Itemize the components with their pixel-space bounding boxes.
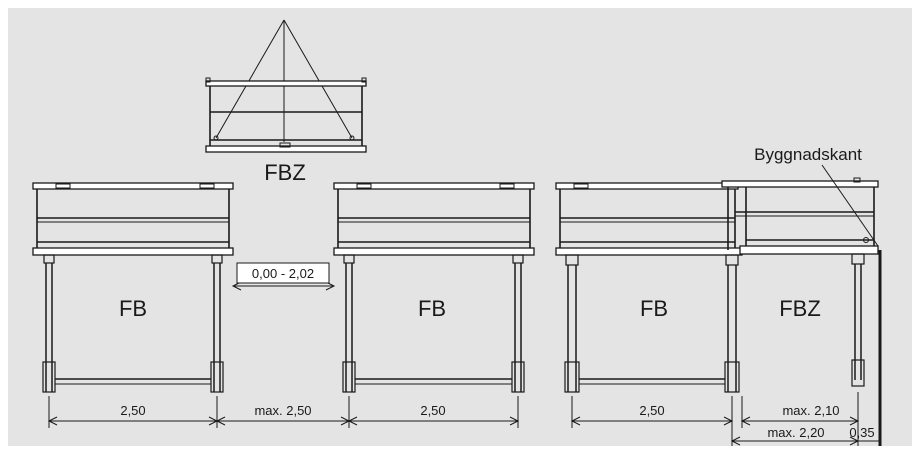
dim-width-left: 2,50 bbox=[120, 403, 145, 418]
dim-edge-offset: 0,35 bbox=[849, 425, 874, 440]
background-panel bbox=[8, 8, 912, 446]
fb-middle-label: FB bbox=[418, 296, 446, 321]
fb-module-middle bbox=[333, 182, 535, 393]
fbz-right-label: FBZ bbox=[779, 296, 821, 321]
building-edge-leader bbox=[821, 164, 879, 247]
fb-middle-deck bbox=[333, 247, 535, 256]
fb-left-top-rail bbox=[32, 182, 234, 190]
top-rail bbox=[205, 80, 367, 87]
dim-max-fbz: max. 2,10 bbox=[782, 403, 839, 418]
gap-range-dimension bbox=[231, 262, 336, 291]
gap-range-box bbox=[236, 262, 330, 284]
top-fbz-label: FBZ bbox=[264, 160, 306, 185]
top-fbz-module bbox=[205, 19, 367, 153]
fb-module-left bbox=[32, 182, 234, 393]
building-edge-label: Byggnadskant bbox=[754, 145, 862, 164]
dim-width-middle: 2,50 bbox=[420, 403, 445, 418]
bottom-dimensions bbox=[47, 392, 880, 446]
dim-max-total: max. 2,20 bbox=[767, 425, 824, 440]
fbz-right-deck bbox=[739, 245, 879, 255]
lift-cable-left bbox=[215, 19, 285, 139]
fb-right-label: FB bbox=[640, 296, 668, 321]
lift-cable-right bbox=[283, 19, 353, 139]
fbz-right-top-rail bbox=[721, 180, 879, 188]
fb-middle-top-rail bbox=[333, 182, 535, 190]
dim-width-right-fb: 2,50 bbox=[639, 403, 664, 418]
dim-max-between: max. 2,50 bbox=[254, 403, 311, 418]
fb-left-deck bbox=[32, 247, 234, 256]
gap-range-value: 0,00 - 2,02 bbox=[252, 266, 314, 281]
top-fbz-deck bbox=[205, 145, 367, 153]
fb-right-deck bbox=[555, 247, 743, 256]
fb-fbz-combination-right bbox=[555, 177, 879, 393]
fb-left-label: FB bbox=[119, 296, 147, 321]
